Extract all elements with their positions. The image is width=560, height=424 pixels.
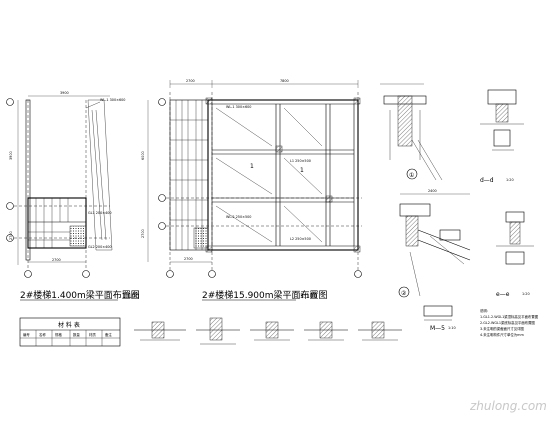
- detail-ee-scale: 1:20: [522, 292, 530, 296]
- detail-m-scale: 1:10: [448, 326, 456, 330]
- section-wall: [397, 95, 413, 147]
- notes-heading: 说明：: [480, 308, 490, 313]
- axis-bubble: [158, 194, 166, 202]
- notes-line: 4.未注明构件尺寸单位为mm: [480, 332, 524, 337]
- table-header: 规格: [55, 332, 62, 337]
- section-details: ① d—d 1:20 2400 ② e—e 1:20 M—5 1:10: [380, 83, 534, 332]
- plan1-dim-left-1: 3900: [9, 151, 13, 160]
- notes-block: 说明： 1.GL1.2.WGL1梁顶标高见平面布置图 2.GL2.WGL1梁底标…: [480, 308, 539, 337]
- plan2-dim-left-2: 2700: [141, 229, 145, 238]
- notes-line: 3.未注明的梁截面尺寸见详图: [480, 326, 525, 331]
- axis-bubble: [158, 98, 166, 106]
- axis-bubble: [6, 202, 14, 210]
- table-header: 备注: [105, 332, 112, 337]
- section-a-label: ①: [409, 172, 414, 179]
- section-b-label: ②: [401, 290, 407, 297]
- slab-mark: 1: [300, 167, 304, 174]
- watermark: zhulong.com: [469, 399, 547, 413]
- plan2-scale: 1:100: [300, 293, 317, 300]
- notes-line: 2.GL2.WGL1梁底标高见平面布置图: [480, 320, 536, 325]
- plan-2: 2700 7800 6000 2700: [141, 79, 362, 301]
- plan1-scale: 1:100: [122, 293, 139, 300]
- plan2-note: L1 250×500: [290, 159, 311, 163]
- plan1-note: GL2 200×400: [88, 245, 112, 249]
- axis-bubble: [208, 270, 216, 278]
- axis-bubble: [158, 222, 166, 230]
- plan1-dim-bottom: 2700: [52, 258, 61, 262]
- column: [353, 245, 361, 253]
- axis-bubble: [6, 98, 14, 106]
- detail-dd-label: d—d: [480, 177, 494, 184]
- plan1-note: GL1 200×400: [88, 211, 112, 215]
- detail-dim: 2400: [428, 189, 437, 193]
- notes-line: 1.GL1.2.WGL1梁顶标高见平面布置图: [480, 314, 539, 319]
- detail-dd-scale: 1:20: [506, 178, 514, 182]
- column: [275, 145, 283, 153]
- axis-bubble: [354, 270, 362, 278]
- axis-bubble: [82, 270, 90, 278]
- axis-bubble: [24, 270, 32, 278]
- table-header: 材质: [89, 332, 96, 337]
- plan2-note: L2 250×500: [290, 237, 311, 241]
- section-marker: [398, 286, 410, 298]
- plan1-dim-left-2: 2700: [9, 231, 13, 240]
- detail-m-label: M—5: [430, 325, 445, 332]
- plan2-title: 2#楼梯15.900m梁平面布置图: [202, 289, 328, 301]
- section-marker: [406, 168, 418, 180]
- bottom-details: [134, 317, 402, 345]
- column: [205, 97, 213, 105]
- plan1-dim-top: 3900: [60, 91, 69, 95]
- material-table: 材 料 表 编号 名称 规格 数量 材质 备注: [19, 317, 121, 347]
- detail-ee-label: e—e: [496, 291, 510, 298]
- plan2-dim-bottom: 2700: [184, 257, 193, 261]
- plan1-title: 2#楼梯1.400m梁平面布置图: [20, 289, 140, 301]
- plan2-dim-top-1: 2700: [186, 79, 195, 83]
- plan2-note: WL-2 250×500: [226, 215, 251, 219]
- table-header: 名称: [39, 332, 46, 337]
- plan-1: 3900 3900 2700 WL-1 300×600: [6, 91, 140, 301]
- table-header: 编号: [23, 332, 30, 337]
- axis-bubble: [6, 234, 14, 242]
- axis-bubble: [166, 270, 174, 278]
- plan2-dim-top-2: 7800: [280, 79, 289, 83]
- table-title: 材 料 表: [58, 321, 80, 329]
- column: [353, 97, 361, 105]
- plan2-note: WL-1 300×600: [226, 105, 251, 109]
- plan2-dim-left-1: 6000: [141, 151, 145, 160]
- column: [325, 195, 333, 203]
- table-header: 数量: [73, 332, 80, 337]
- plan1-note: WL-1 300×600: [100, 98, 125, 102]
- slab-mark: 1: [250, 163, 254, 170]
- column: [205, 245, 213, 253]
